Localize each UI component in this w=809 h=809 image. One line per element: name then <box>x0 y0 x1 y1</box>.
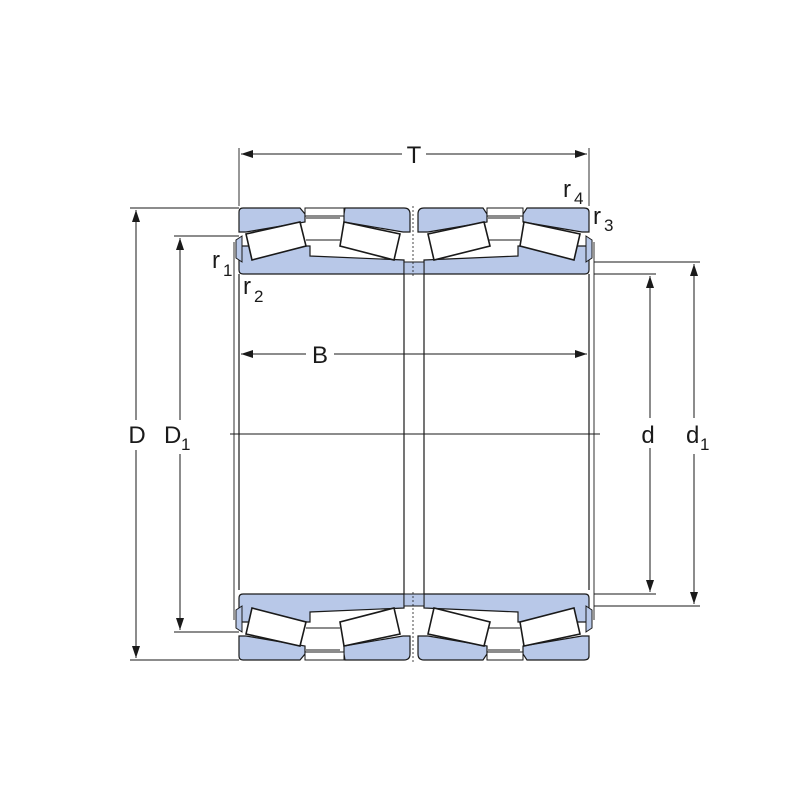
label-D1: D <box>164 422 181 449</box>
label-r1: r <box>212 247 220 274</box>
label-B: B <box>312 342 328 369</box>
label-r4-sub: 4 <box>574 189 583 208</box>
label-r4: r <box>563 176 571 203</box>
label-r2: r <box>243 273 251 300</box>
label-r3: r <box>593 203 601 230</box>
label-r1-sub: 1 <box>223 261 232 280</box>
label-d: d <box>641 422 654 449</box>
label-D1-sub: 1 <box>181 435 190 454</box>
label-r3-sub: 3 <box>604 216 613 235</box>
label-T: T <box>407 142 422 169</box>
label-d1: d <box>686 422 699 449</box>
label-r2-sub: 2 <box>254 287 263 306</box>
label-d1-sub: 1 <box>700 435 709 454</box>
label-D: D <box>128 422 145 449</box>
